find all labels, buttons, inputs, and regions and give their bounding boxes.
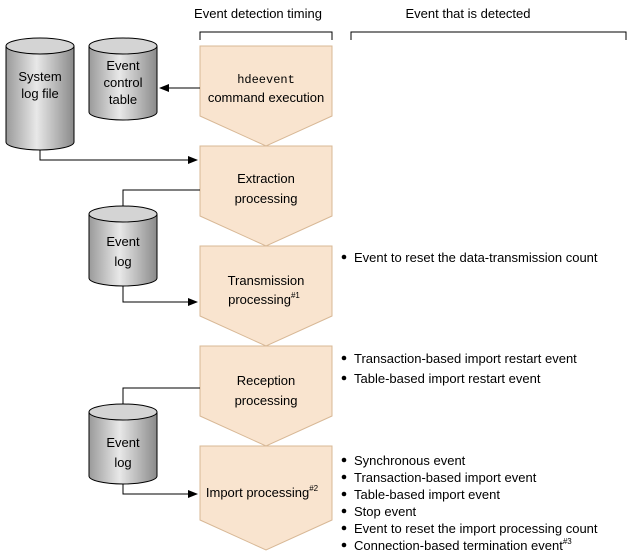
transmission-event-list: Event to reset the data-transmission cou… bbox=[341, 250, 598, 265]
step-command-text: command execution bbox=[208, 90, 324, 105]
import-event-item: Table-based import event bbox=[354, 487, 500, 502]
import-event-item: Event to reset the import processing cou… bbox=[354, 521, 598, 536]
import-event-item: Stop event bbox=[354, 504, 417, 519]
import-event-item: Transaction-based import event bbox=[354, 470, 537, 485]
event-control-table-cylinder: Event control table bbox=[88, 37, 158, 121]
header-timing: Event detection timing bbox=[194, 6, 322, 21]
import-note-2: #2 bbox=[309, 484, 318, 493]
step-extraction-pentagon bbox=[199, 145, 333, 247]
line-extraction-to-event-log-1 bbox=[122, 189, 200, 206]
line-reception-to-event-log-2 bbox=[122, 387, 200, 404]
step-import-pentagon bbox=[199, 445, 333, 551]
header-timing-bracket bbox=[199, 31, 333, 40]
event-log-2-label-2: log bbox=[114, 455, 131, 470]
system-log-label-2: log file bbox=[21, 86, 59, 101]
bullet-icon bbox=[341, 508, 347, 514]
bullet-icon bbox=[341, 525, 347, 531]
header-detected: Event that is detected bbox=[405, 6, 530, 21]
arrow-system-log-to-extraction bbox=[39, 150, 198, 164]
arrow-event-log-1-to-transmission bbox=[122, 286, 198, 306]
step-reception-line2: processing bbox=[235, 393, 298, 408]
step-command-pentagon bbox=[199, 45, 333, 147]
reception-event-list: Transaction-based import restart event T… bbox=[341, 351, 577, 386]
event-log-2-label-1: Event bbox=[106, 435, 140, 450]
transmission-event-item: Event to reset the data-transmission cou… bbox=[354, 250, 598, 265]
event-control-label-3: table bbox=[109, 92, 137, 107]
header-detected-bracket bbox=[350, 31, 627, 40]
event-log-1-label-1: Event bbox=[106, 234, 140, 249]
event-log-1-label-2: log bbox=[114, 254, 131, 269]
bullet-icon bbox=[341, 375, 347, 381]
reception-event-item: Transaction-based import restart event bbox=[354, 351, 577, 366]
step-transmission-pentagon bbox=[199, 245, 333, 347]
step-transmission-line1: Transmission bbox=[228, 273, 305, 288]
step-reception-pentagon bbox=[199, 345, 333, 447]
step-transmission-line2: processing#1 bbox=[228, 291, 300, 307]
import-event-list: Synchronous event Transaction-based impo… bbox=[341, 453, 598, 553]
step-reception-line1: Reception bbox=[237, 373, 296, 388]
step-command-code: hdeevent bbox=[237, 73, 295, 87]
event-log-cylinder-2: Event log bbox=[88, 403, 158, 485]
bullet-icon bbox=[341, 474, 347, 480]
bullet-icon bbox=[341, 254, 347, 260]
bullet-icon bbox=[341, 491, 347, 497]
event-control-label-2: control bbox=[103, 75, 142, 90]
step-import-label: Import processing#2 bbox=[206, 484, 319, 500]
step-extraction-line1: Extraction bbox=[237, 171, 295, 186]
transmission-note-1: #1 bbox=[291, 291, 300, 300]
import-event-item-last: Connection-based termination event#3 bbox=[354, 537, 572, 553]
bullet-icon bbox=[341, 542, 347, 548]
event-log-cylinder-1: Event log bbox=[88, 205, 158, 287]
import-note-3: #3 bbox=[563, 537, 572, 546]
import-event-item: Synchronous event bbox=[354, 453, 466, 468]
event-control-label-1: Event bbox=[106, 58, 140, 73]
arrow-event-log-2-to-import bbox=[122, 484, 198, 498]
bullet-icon bbox=[341, 457, 347, 463]
reception-event-item: Table-based import restart event bbox=[354, 371, 541, 386]
bullet-icon bbox=[341, 355, 347, 361]
system-log-file-cylinder: System log file bbox=[5, 37, 75, 151]
system-log-label-1: System bbox=[18, 69, 61, 84]
step-extraction-line2: processing bbox=[235, 191, 298, 206]
